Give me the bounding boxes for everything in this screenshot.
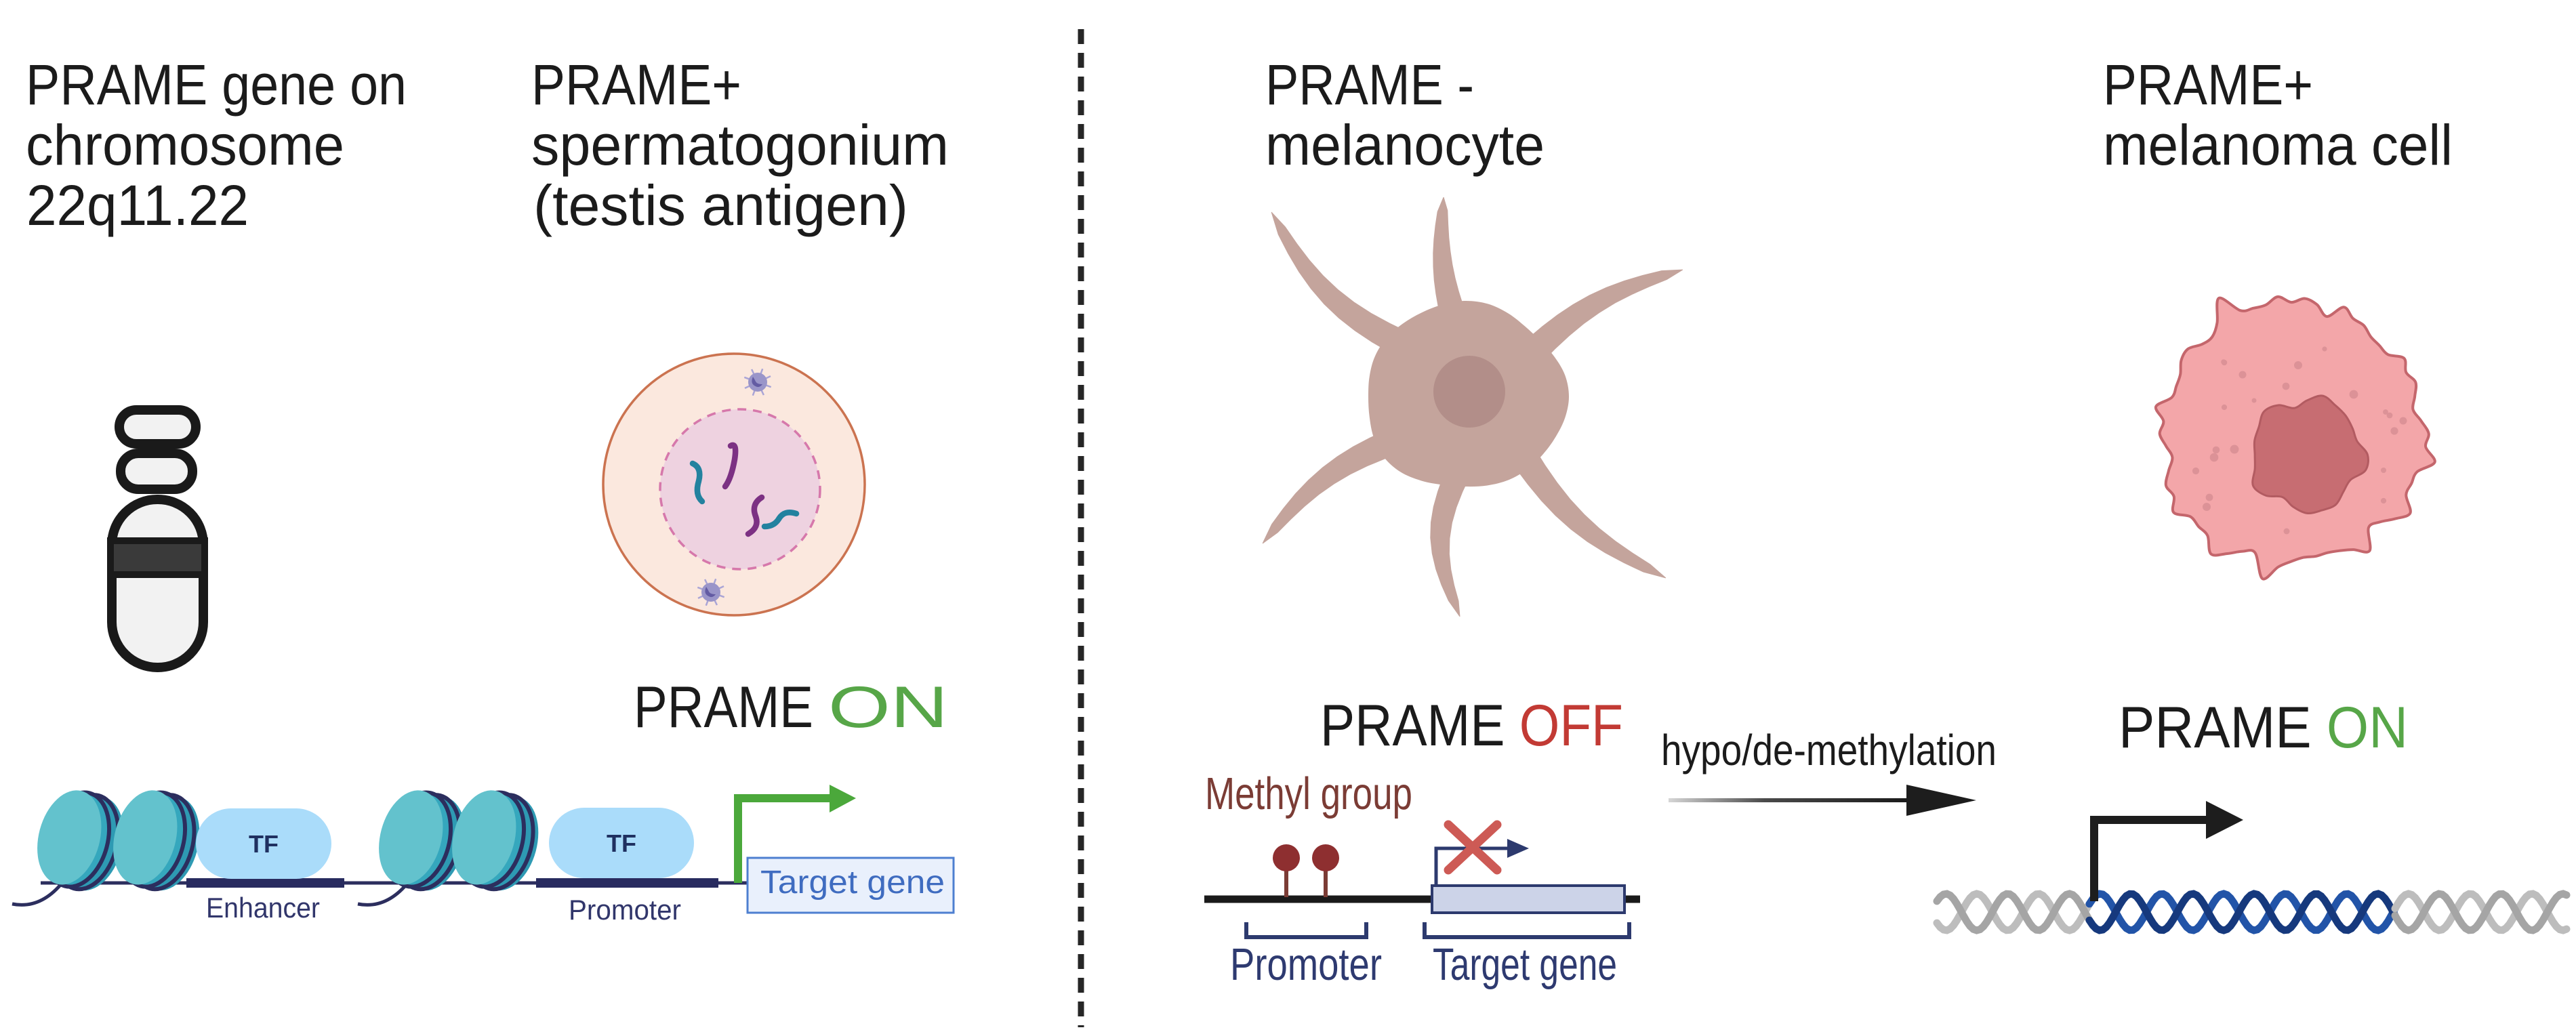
svg-text:PRAME: PRAME bbox=[634, 675, 813, 740]
svg-text:Enhancer: Enhancer bbox=[206, 892, 320, 924]
svg-text:PRAME -: PRAME - bbox=[1265, 53, 1474, 117]
svg-text:hypo/de-methylation: hypo/de-methylation bbox=[1661, 726, 1997, 775]
svg-text:Promoter: Promoter bbox=[1230, 939, 1382, 990]
svg-text:PRAME+: PRAME+ bbox=[2103, 53, 2313, 117]
svg-text:melanocyte: melanocyte bbox=[1265, 113, 1545, 177]
svg-text:Target gene: Target gene bbox=[1433, 939, 1617, 990]
svg-text:PRAME gene on: PRAME gene on bbox=[26, 53, 407, 117]
svg-text:PRAME OFF: PRAME OFF bbox=[1320, 693, 1623, 758]
svg-text:PRAME ON: PRAME ON bbox=[2119, 695, 2408, 760]
svg-text:Methyl group: Methyl group bbox=[1205, 768, 1412, 819]
svg-text:TF: TF bbox=[607, 829, 636, 857]
svg-text:chromosome: chromosome bbox=[26, 113, 344, 177]
svg-text:melanoma cell: melanoma cell bbox=[2103, 113, 2453, 177]
svg-text:(testis antigen): (testis antigen) bbox=[533, 173, 908, 237]
svg-text:Target gene: Target gene bbox=[760, 865, 945, 901]
svg-text:spermatogonium: spermatogonium bbox=[531, 113, 949, 177]
svg-text:22q11.22: 22q11.22 bbox=[26, 173, 249, 237]
svg-text:TF: TF bbox=[249, 830, 279, 858]
svg-text:ON: ON bbox=[828, 675, 948, 740]
svg-text:PRAME+: PRAME+ bbox=[531, 53, 741, 117]
svg-text:Promoter: Promoter bbox=[569, 894, 681, 926]
